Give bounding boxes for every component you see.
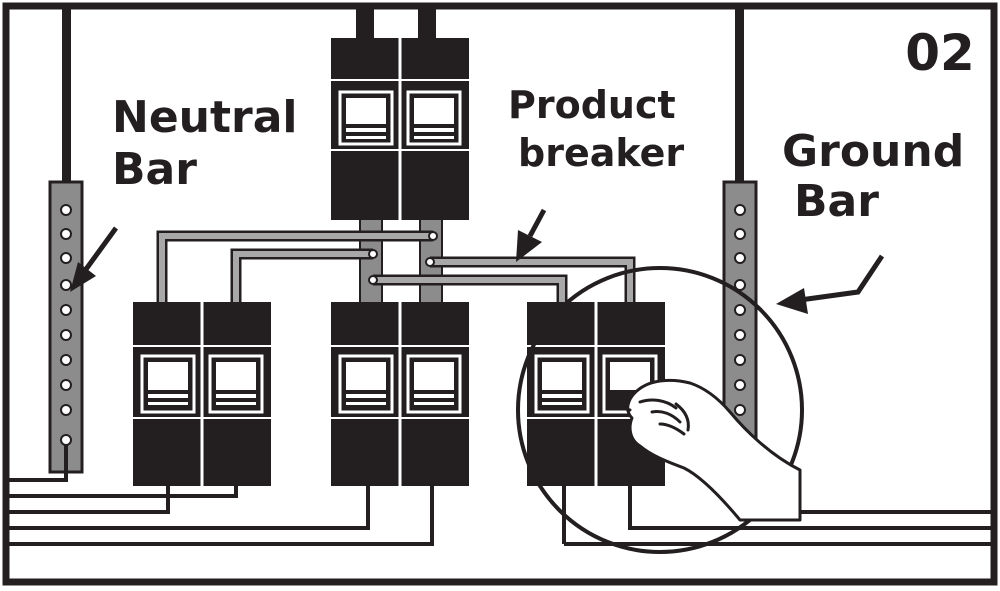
ground-feed-wire <box>735 8 744 190</box>
step-number: 02 <box>905 24 975 82</box>
main-breaker <box>331 38 469 220</box>
neutral-bar-label-line1: Neutral <box>112 92 298 143</box>
branch-breaker-center <box>331 302 469 486</box>
breaker-handle <box>406 90 462 146</box>
product-breaker-label-line1: Product <box>508 83 676 127</box>
hand-illustration <box>614 378 802 522</box>
branch-breaker-left <box>133 302 271 486</box>
bottom-wiring <box>6 445 994 546</box>
ground-arrow <box>776 254 885 314</box>
service-feed <box>356 8 436 42</box>
neutral-bar <box>48 180 84 474</box>
neutral-arrow <box>70 226 119 292</box>
product-breaker-label-line2: breaker <box>518 131 684 175</box>
highlight-circle <box>516 266 804 554</box>
breaker-handle <box>338 90 394 146</box>
ground-bar-label-line1: Ground <box>782 126 964 177</box>
neutral-bar-label-line2: Bar <box>112 144 197 195</box>
branch-conductors-fill <box>159 233 633 302</box>
neutral-feed-wire <box>62 8 71 190</box>
stab-terminals <box>368 231 438 285</box>
ground-bar-label-line2: Bar <box>794 176 879 227</box>
product-breaker <box>527 302 665 486</box>
product-breaker-arrow <box>516 208 547 262</box>
